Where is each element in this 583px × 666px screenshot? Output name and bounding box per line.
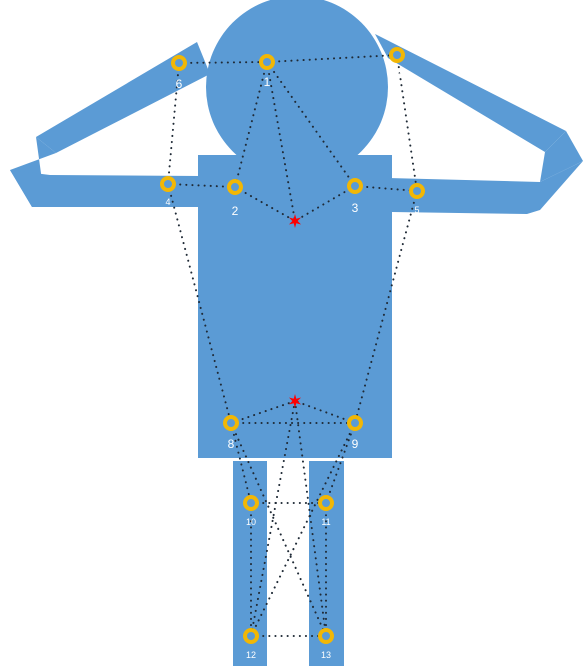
joint-label: 1: [264, 75, 271, 89]
head-shape: [206, 0, 388, 178]
joint-label: 2: [232, 204, 239, 218]
joint-label: 9: [352, 437, 359, 451]
joint-label: 11: [321, 517, 330, 527]
joint-label: 7: [397, 66, 404, 80]
joint-label: 8: [228, 437, 235, 451]
body-silhouette: [10, 0, 583, 666]
joint-label: 4: [165, 197, 170, 207]
joint-label: 3: [352, 201, 359, 215]
torso-shape: [198, 155, 392, 458]
joint-label: 6: [176, 77, 183, 91]
joint-label: 13: [321, 650, 331, 660]
joint-label: 10: [246, 517, 256, 527]
joint-label: 12: [246, 650, 256, 660]
joint-label: 5: [414, 205, 419, 215]
